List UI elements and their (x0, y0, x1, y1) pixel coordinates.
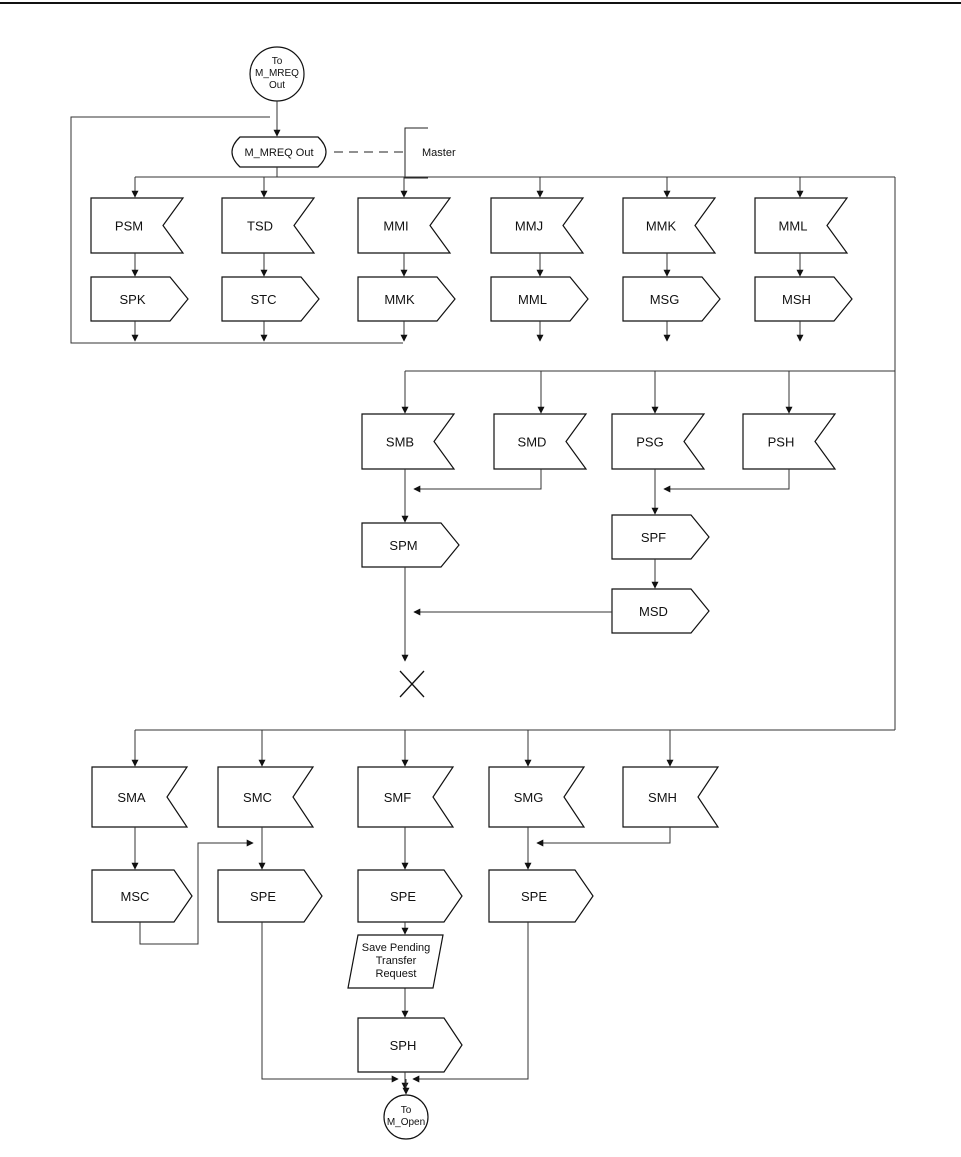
converge-right (412, 922, 529, 1083)
output-signal-spe: SPE (357, 869, 463, 923)
input-signal-mmj: MMJ (490, 197, 585, 254)
end-connector: To M_Open (383, 1094, 429, 1140)
start-connector-line2: M_MREQ (255, 68, 299, 79)
output-label: STC (251, 292, 277, 307)
input-signal-smf: SMF (357, 766, 455, 828)
input-signal-psm: PSM (90, 197, 185, 254)
input-signal-smg: SMG (488, 766, 586, 828)
input-signal-smb: SMB (361, 413, 456, 470)
output-label: MSD (639, 604, 668, 619)
input-label: PSM (115, 219, 143, 234)
output-signal-mml: MML (490, 276, 589, 322)
output-label: SPF (641, 530, 666, 545)
input-label: SMH (648, 790, 677, 805)
start-connector-line3: Out (269, 80, 285, 91)
input-signal-mml: MML (754, 197, 849, 254)
task-line3: Request (376, 968, 417, 980)
converge-left (261, 922, 399, 1083)
output-label: MSH (782, 292, 811, 307)
output-signal-msd: MSD (611, 588, 710, 634)
output-signal-spe: SPE (217, 869, 323, 923)
group-1-transitions: PSM SPK TSD STC MMI MMK MMJ MML MMK MSG MML MSH (90, 177, 853, 342)
task-save-pending: Save Pending Transfer Request (347, 934, 444, 989)
output-label: SPE (250, 889, 276, 904)
merge-line-smh (536, 827, 671, 847)
input-signal-mmk: MMK (622, 197, 717, 254)
input-label: SMG (514, 790, 544, 805)
output-signal-msg: MSG (622, 276, 721, 322)
input-signal-smd: SMD (493, 413, 588, 470)
state-label: M_MREQ Out (244, 147, 313, 159)
task-line1: Save Pending (362, 942, 431, 954)
input-signal-mmi: MMI (357, 197, 452, 254)
output-label: SPE (521, 889, 547, 904)
output-label: SPE (390, 889, 416, 904)
input-signal-sma: SMA (91, 766, 189, 828)
input-label: MMJ (515, 219, 543, 234)
input-signal-psg: PSG (611, 413, 706, 470)
input-label: SMD (518, 435, 547, 450)
msc-to-spe-line (139, 839, 254, 945)
state-box: M_MREQ Out (231, 136, 327, 168)
task-line2: Transfer (376, 955, 417, 967)
loop-back-line (70, 116, 403, 344)
end-connector-line1: To (401, 1105, 412, 1116)
group-2-transitions: SMB SMD PSG PSH SPM SPF MSD (361, 371, 837, 662)
start-connector-line1: To (272, 56, 283, 67)
output-signal-stc: STC (221, 276, 320, 322)
input-label: PSG (636, 435, 663, 450)
output-signal-spm: SPM (361, 522, 460, 568)
output-label: SPK (119, 292, 145, 307)
input-label: TSD (247, 219, 273, 234)
output-signal-msh: MSH (754, 276, 853, 322)
stop-symbol (399, 670, 425, 698)
merge-line-psh (663, 469, 790, 493)
output-signal-spf: SPF (611, 514, 710, 560)
start-connector: To M_MREQ Out (249, 46, 305, 102)
output-label: MMK (384, 292, 415, 307)
input-signal-smh: SMH (622, 766, 720, 828)
output-signal-mmk: MMK (357, 276, 456, 322)
input-label: MMK (646, 219, 677, 234)
output-signal-sph: SPH (357, 1017, 463, 1073)
input-label: SMC (243, 790, 272, 805)
comment-bracket (404, 127, 428, 179)
group-3-transitions: SMA SMC SMF SMG SMH MSC SPE SPE SPH SPE (91, 730, 720, 1095)
input-signal-smc: SMC (217, 766, 315, 828)
output-label: MML (518, 292, 547, 307)
input-signal-psh: PSH (742, 413, 837, 470)
input-signal-tsd: TSD (221, 197, 316, 254)
output-label: SPM (389, 538, 417, 553)
input-label: SMF (384, 790, 412, 805)
output-signal-spk: SPK (90, 276, 189, 322)
output-label: MSC (121, 889, 150, 904)
output-signal-spe: SPE (488, 869, 594, 923)
input-label: PSH (768, 435, 795, 450)
output-label: SPH (390, 1038, 417, 1053)
input-label: SMA (117, 790, 146, 805)
input-label: MMI (383, 219, 408, 234)
merge-line-smd (413, 469, 542, 493)
end-connector-line2: M_Open (387, 1117, 425, 1128)
output-signal-msc: MSC (91, 869, 193, 923)
comment-label: Master (422, 147, 456, 159)
input-label: SMB (386, 435, 414, 450)
input-label: MML (779, 219, 808, 234)
output-label: MSG (650, 292, 680, 307)
